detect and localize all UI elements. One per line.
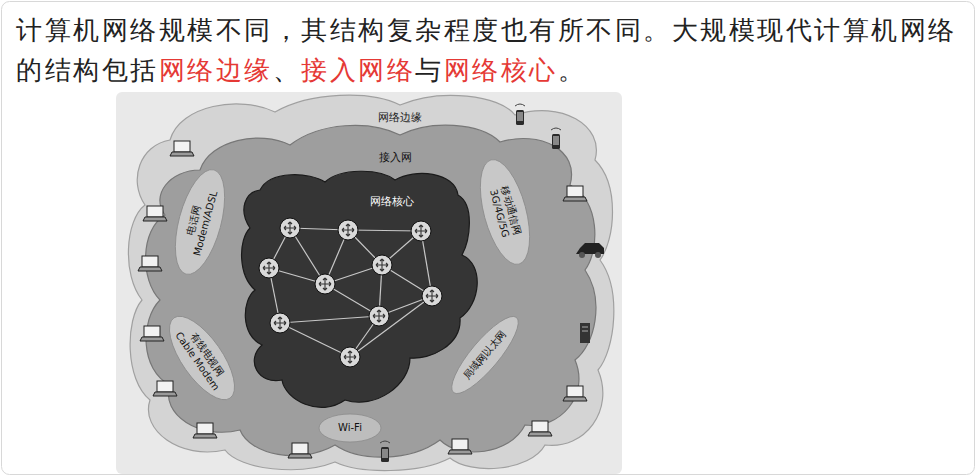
region-label: 接入网	[379, 151, 412, 164]
router-icon	[338, 220, 358, 240]
router-link	[382, 265, 432, 296]
region-label: 网络边缘	[378, 111, 422, 124]
laptop-icon	[528, 421, 552, 436]
phone-icon	[380, 441, 390, 462]
router-link	[325, 284, 379, 316]
lobe-shape	[158, 306, 247, 409]
router-link	[290, 228, 348, 230]
router-icon	[259, 258, 279, 278]
laptop-icon	[193, 423, 217, 438]
router-icon	[372, 255, 392, 275]
cloud-shape	[242, 171, 478, 407]
cloud-shape	[128, 95, 613, 470]
router-link	[325, 265, 382, 284]
lobe-shape	[471, 154, 540, 269]
server-icon	[580, 323, 590, 343]
router-link	[269, 268, 325, 284]
laptop-icon	[138, 256, 162, 271]
router-link	[350, 296, 432, 357]
highlight-term: 网络边缘	[159, 55, 273, 85]
highlight-term: 接入网络	[301, 55, 415, 85]
edge-cloud: 网络边缘接入网网络核心电话网Modem/ADSL移动通信网3G/4G/5G有线电…	[122, 90, 622, 475]
router-link	[280, 323, 350, 357]
router-link	[379, 296, 432, 316]
intro-text: 、	[273, 55, 302, 85]
router-icon	[411, 221, 431, 241]
laptop-icon	[143, 206, 167, 221]
lobe-shape	[319, 414, 381, 442]
laptop-icon	[170, 141, 194, 156]
router-icon	[369, 306, 389, 326]
core-cloud: 网络核心	[236, 166, 486, 420]
router-link	[348, 230, 382, 265]
phone-icon	[515, 104, 525, 125]
router-link	[269, 228, 290, 268]
intro-paragraph: 计算机网络规模不同，其结构复杂程度也有所不同。大规模现代计算机网络的结构包括网络…	[16, 10, 964, 90]
cloud-shape	[146, 125, 596, 457]
car-icon	[576, 243, 604, 258]
router-link	[325, 230, 348, 284]
router-link	[421, 231, 432, 296]
phone-icon	[551, 128, 561, 149]
router-link	[348, 230, 421, 231]
access-cloud: 接入网网络核心电话网Modem/ADSL移动通信网3G/4G/5G有线电视网Ca…	[138, 118, 606, 466]
router-link	[350, 316, 379, 357]
router-link	[382, 231, 421, 265]
laptop-icon	[140, 326, 164, 341]
lobe-shape	[443, 308, 527, 401]
intro-text: 与	[415, 55, 444, 85]
router-icon	[280, 218, 300, 238]
router-icon	[340, 347, 360, 367]
access-lobe: Wi-Fi	[318, 413, 382, 443]
region-label: 网络核心	[370, 195, 414, 208]
laptop-icon	[288, 443, 312, 458]
cloud-outline	[236, 166, 486, 420]
router-icon	[422, 286, 442, 306]
router-links	[269, 228, 432, 357]
laptop-icon	[563, 186, 587, 201]
router-link	[280, 316, 379, 323]
router-icon	[270, 313, 290, 333]
highlight-term: 网络核心	[444, 55, 558, 85]
photo-ground	[116, 92, 622, 474]
router-link	[290, 228, 325, 284]
laptop-icon	[153, 381, 177, 396]
laptop-icon	[563, 386, 587, 401]
laptop-icon	[448, 439, 472, 454]
network-type-label: Wi-Fi	[338, 422, 362, 434]
router-icon	[315, 274, 335, 294]
router-link	[269, 268, 280, 323]
lobe-shape	[166, 164, 235, 279]
router-link	[379, 265, 382, 316]
intro-text: 。	[558, 55, 587, 85]
